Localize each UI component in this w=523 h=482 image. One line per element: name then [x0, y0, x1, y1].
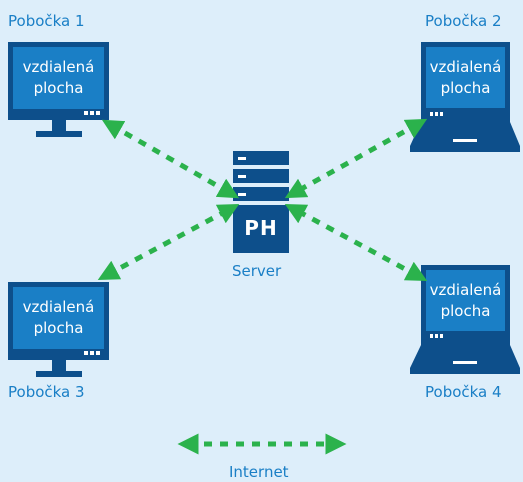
laptop-2-icon [410, 42, 520, 152]
monitor-3-icon [8, 282, 109, 377]
link-branch3-server [97, 204, 240, 280]
screen-line-2: plocha [440, 79, 491, 97]
screen-line-1: vzdialená [429, 281, 502, 299]
laptop-2-screen-text: vzdialená plocha [426, 57, 505, 99]
branch-2-label: Pobočka 2 [425, 12, 502, 30]
screen-line-2: plocha [440, 302, 491, 320]
link-branch1-server [101, 119, 240, 199]
screen-line-1: vzdialená [429, 58, 502, 76]
link-branch2-server [284, 118, 428, 199]
laptop-4-icon [410, 265, 520, 374]
screen-line-2: plocha [33, 79, 84, 97]
screen-line-2: plocha [33, 319, 84, 337]
branch-3-label: Pobočka 3 [8, 383, 85, 401]
monitor-3-screen-text: vzdialená plocha [13, 297, 104, 339]
legend-internet-label: Internet [229, 463, 289, 481]
screen-line-1: vzdialená [22, 298, 95, 316]
screen-line-1: vzdialená [22, 58, 95, 76]
server-label: Server [232, 262, 282, 280]
server-icon [233, 151, 289, 253]
monitor-1-icon [8, 42, 109, 137]
monitor-1-screen-text: vzdialená plocha [13, 57, 104, 99]
laptop-4-screen-text: vzdialená plocha [426, 280, 505, 322]
branch-4-label: Pobočka 4 [425, 383, 502, 401]
branch-1-label: Pobočka 1 [8, 12, 85, 30]
link-branch4-server [284, 204, 428, 281]
server-badge: PH [244, 216, 278, 240]
